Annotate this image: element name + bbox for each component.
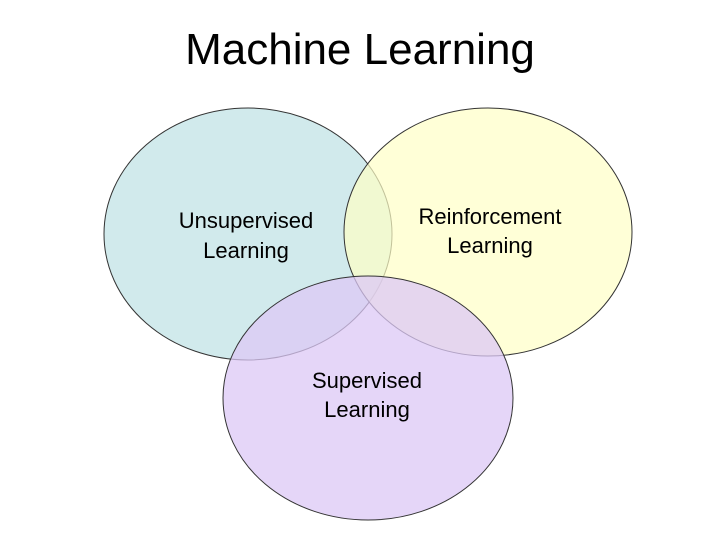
reinforcement-label-line1: Reinforcement — [418, 204, 561, 229]
supervised-label-line1: Supervised — [312, 368, 422, 393]
supervised-learning-circle — [222, 275, 514, 521]
supervised-label-line2: Learning — [324, 397, 410, 422]
diagram-title: Machine Learning — [185, 25, 535, 74]
unsupervised-label-line2: Learning — [203, 238, 289, 263]
reinforcement-label-line2: Learning — [447, 233, 533, 258]
unsupervised-label-line1: Unsupervised — [179, 208, 314, 233]
